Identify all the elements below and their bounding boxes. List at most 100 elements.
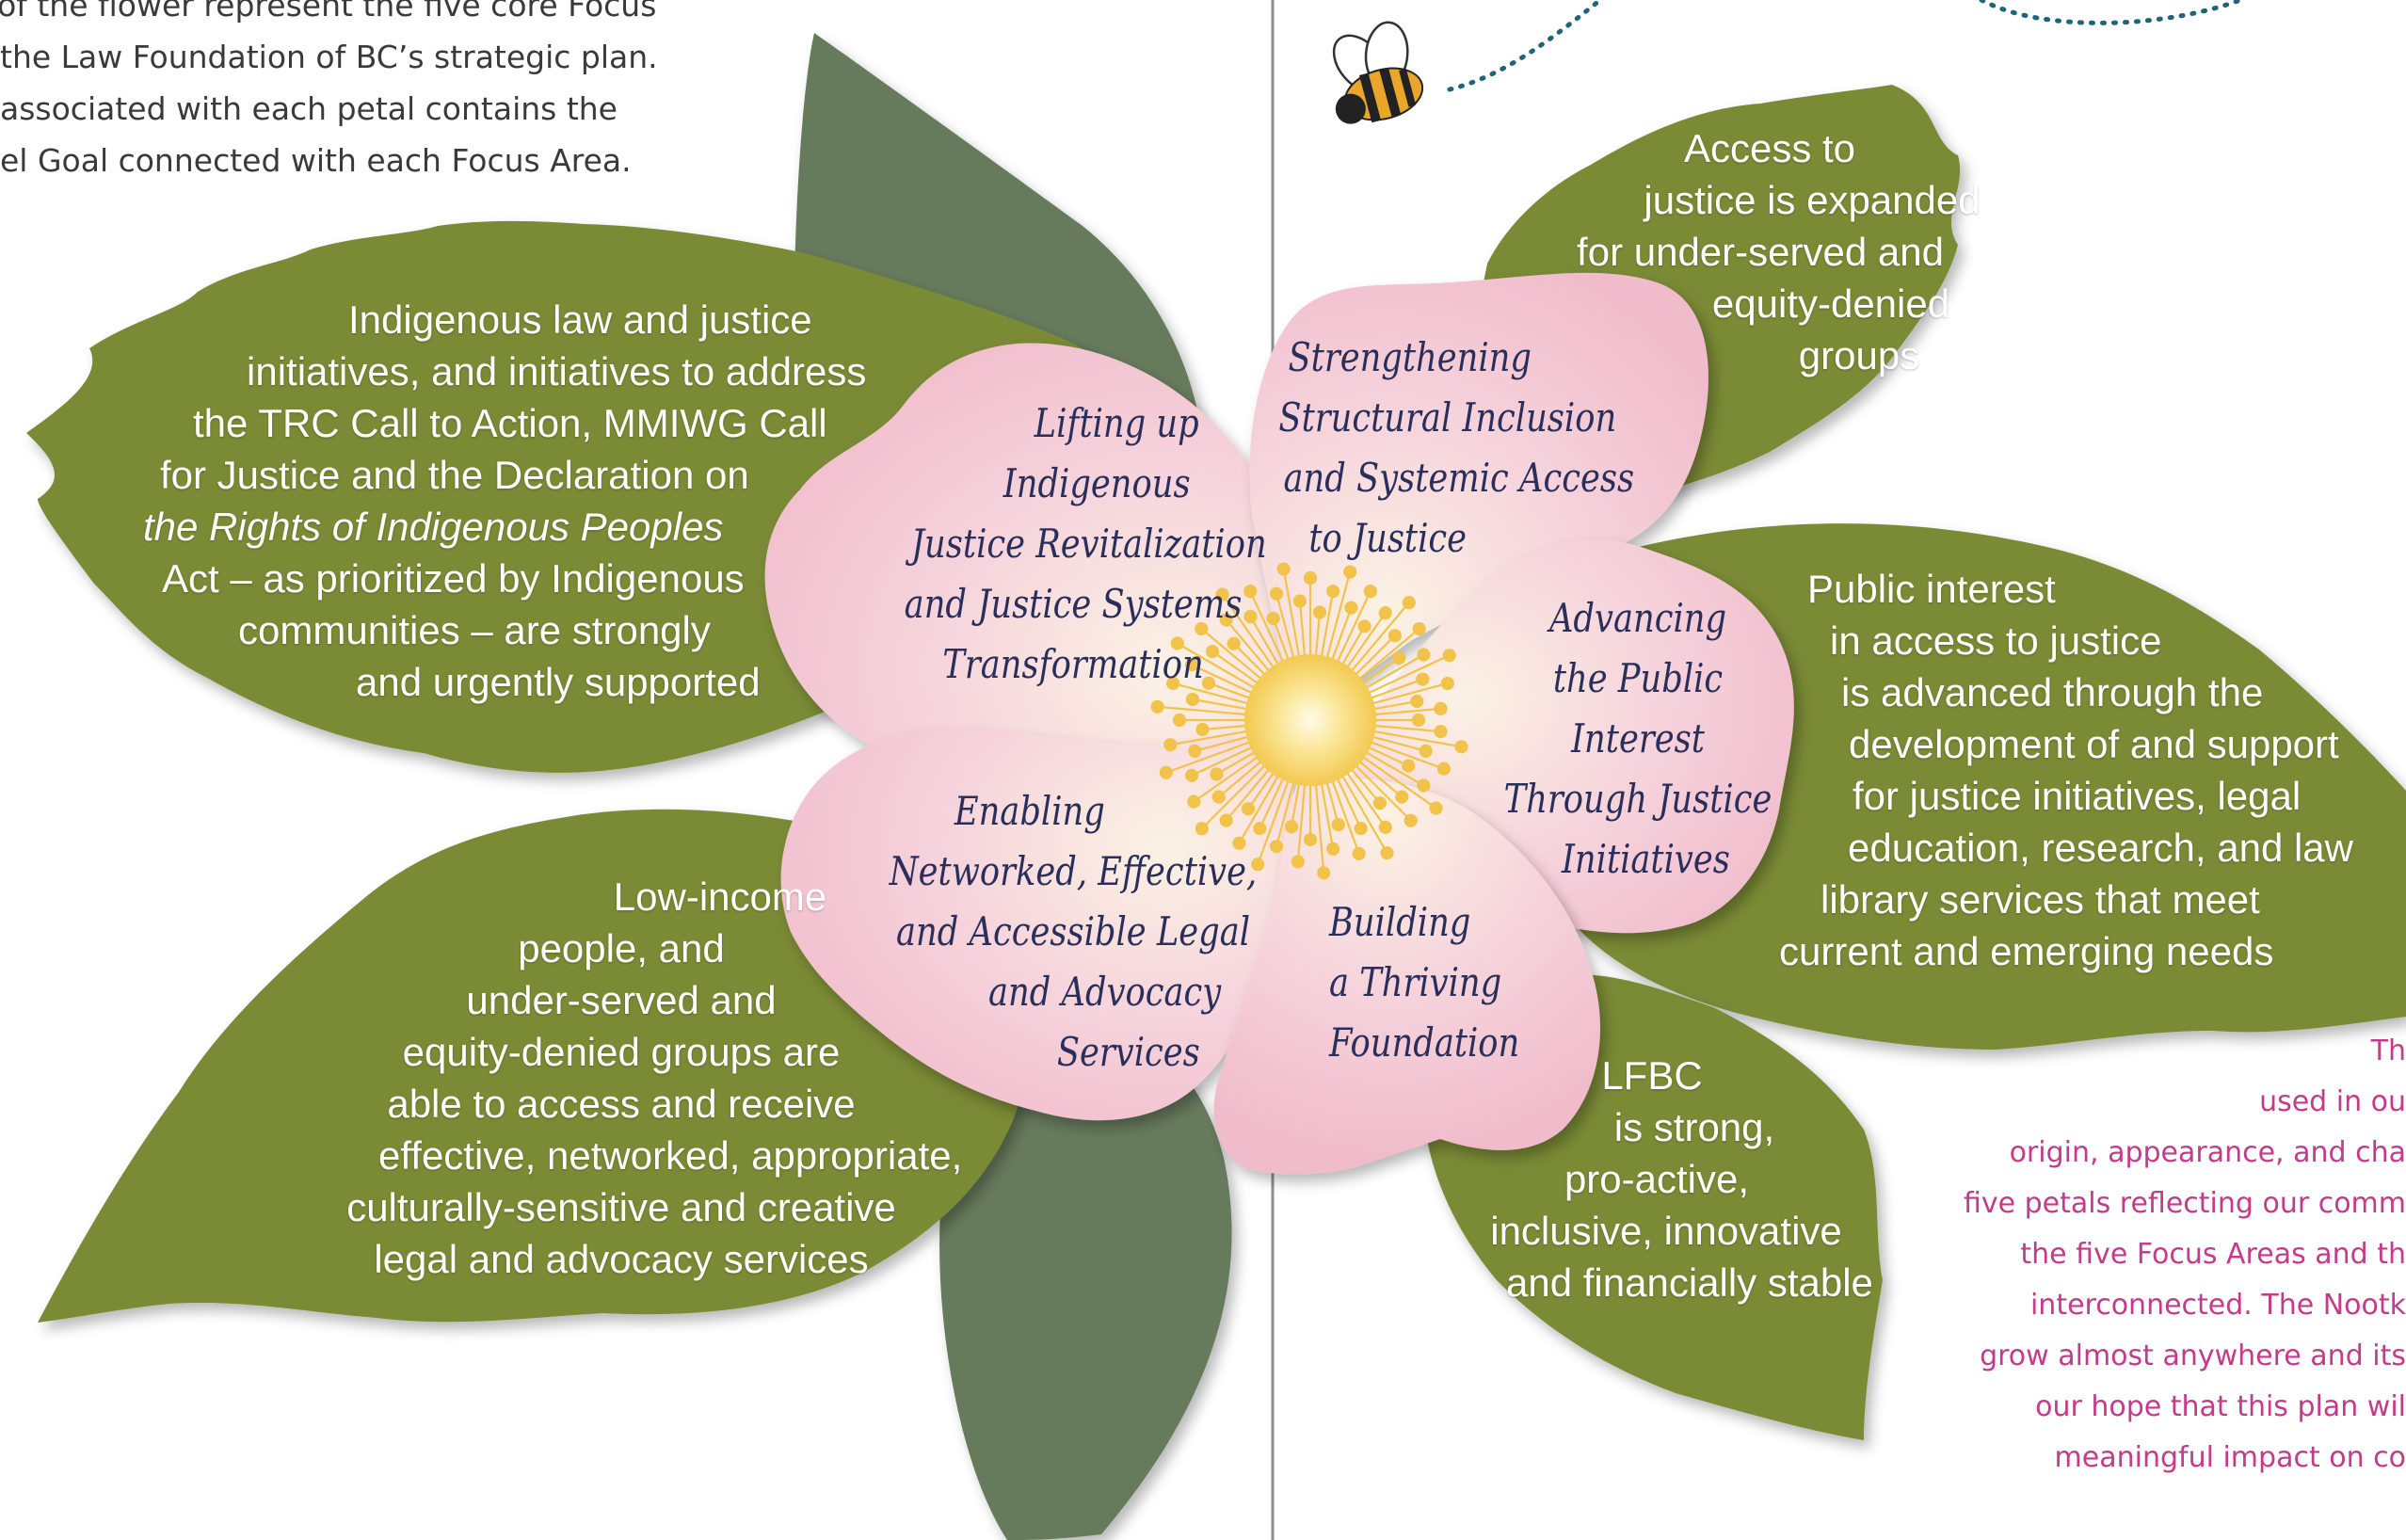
stamen-anther [1416,672,1430,686]
stamen-anther [1392,650,1406,666]
leaf-line: is advanced through the [1841,670,2264,714]
side-line: Th [2370,1035,2406,1067]
leaf-line: justice is expanded [1644,178,1981,222]
petal-indigenous [764,343,1327,796]
stamen-anther [1210,767,1224,781]
stamen-anther [1227,636,1241,650]
leaf-line: initiatives, and initiatives to address [247,349,867,393]
side-line: five petals reflecting our comm [1964,1187,2406,1220]
side-line: the five Focus Areas and th [2020,1238,2406,1271]
stamen-anther [1292,594,1307,608]
leaf-line: Indigenous law and justice [348,297,812,342]
leaf-line: for Justice and the Declaration on [160,453,749,497]
stamen-anther [1410,694,1424,709]
petal-line: Building [1329,899,1471,945]
stamen-anther [1378,820,1392,834]
leaf-line: under-served and [466,978,777,1022]
leaf-line: equity-denied groups are [402,1030,841,1074]
stamen-anther [1429,801,1443,815]
leaf-line: education, research, and law [1848,826,2353,870]
side-line: used in ou [2259,1085,2406,1118]
stamen-anther [1184,768,1199,782]
stamen-anther [1326,585,1340,599]
petal-line: Justice Revitalization [910,521,1267,567]
stamen-anther [1291,855,1305,869]
stamen-anther [1232,836,1246,850]
leaf-line: for under-served and [1577,230,1944,274]
stamen-anther [1253,822,1267,836]
stamen-anther [1352,846,1366,860]
leaf-line: groups [1798,333,1920,377]
leaf-line: effective, networked, appropriate, [378,1133,963,1178]
petal-line: Structural Inclusion [1278,394,1617,441]
leaf-line: inclusive, innovative [1490,1209,1842,1253]
stamen-anther [1419,744,1433,758]
stamen-anther [1166,676,1180,691]
petal-text-structural: Strengthening Structural Inclusion and S… [1271,328,1635,569]
petal-line: Foundation [1329,1019,1520,1066]
petal-line: Interest [1571,715,1705,762]
stamen-anther [1442,649,1456,663]
stamen-anther [1312,605,1327,619]
stamen-anther [1188,744,1202,758]
stamen-anther [1344,601,1358,615]
stamen-anther [1284,820,1299,834]
stamen-anther [1331,817,1345,832]
petal-line: Enabling [954,788,1105,834]
stamen-anther [1163,738,1178,752]
leaf-line: for justice initiatives, legal [1853,774,2302,818]
leaf-line: people, and [518,926,725,971]
side-line: meaningful impact on co [2054,1441,2406,1474]
leaf-line: Access to [1683,126,1856,170]
leaf-line: the TRC Call to Action, MMIWG Call [193,401,827,445]
leaf-text-indigenous: Indigenous law and justice initiatives, … [141,294,894,708]
stamen-anther [1411,713,1426,728]
stamen-anther [1159,765,1173,779]
stamen-anther [1378,606,1392,620]
petal-line: and Justice Systems [904,581,1243,627]
petal-text-public-interest: Advancing the Public Interest Through Ju… [1496,588,1780,890]
stamen-anther [1402,596,1416,610]
petal-line: Networked, Effective, [889,848,1258,894]
leaf-line: communities – are strongly [238,608,711,652]
flight-path-dotted-2 [1979,0,2243,25]
stamen-anther [1434,725,1448,739]
leaf-line: current and emerging needs [1779,929,2274,973]
leaf-line: LFBC [1601,1053,1703,1098]
stamen-anther [1201,676,1216,690]
petal-line: Lifting up [1034,400,1199,446]
leaf-text-public-interest: Public interest in access to justice is … [1777,563,2380,977]
stamen-anther [1434,701,1448,715]
petal-line: Initiatives [1561,836,1730,882]
petal-line: a Thriving [1329,959,1502,1005]
leaf-line: Low-income [613,874,827,919]
stamen-anther [1380,846,1394,860]
petal-line: Advancing [1548,595,1727,641]
leaf-line: legal and advocacy services [374,1237,869,1281]
stamen-anther [1184,658,1199,672]
petal-line: Transformation [942,641,1204,687]
petal-line: the Public [1552,655,1724,701]
petal-line: Services [1056,1029,1200,1075]
side-line: origin, appearance, and cha [2009,1136,2406,1169]
side-line: grow almost anywhere and its [1980,1339,2406,1372]
stamen-anther [1172,713,1187,728]
leaf-line: able to access and receive [387,1082,856,1126]
petal-line: to Justice [1308,515,1468,561]
leaf-line: equity-denied [1711,281,1950,326]
stamen-anther [1195,621,1209,636]
leaf-line: Act – as prioritized by Indigenous [162,556,745,601]
stamen-anther [1343,565,1357,579]
intro-line: associated with each petal contains the [0,90,618,127]
stamen-anther [1412,621,1426,636]
stamen-anther [1454,740,1468,754]
petal-line: and Systemic Access [1283,455,1635,501]
intro-paragraph: als of the flower represent the five cor… [0,0,725,186]
petal-line: Indigenous [1002,460,1191,506]
flight-path-dotted [1447,0,1603,92]
stamen-anther [1205,645,1220,659]
petal-foundation [1213,778,1600,1175]
leaf-line: the Rights of Indigenous Peoples [143,505,724,549]
intro-line: als of the flower represent the five cor… [0,0,657,24]
